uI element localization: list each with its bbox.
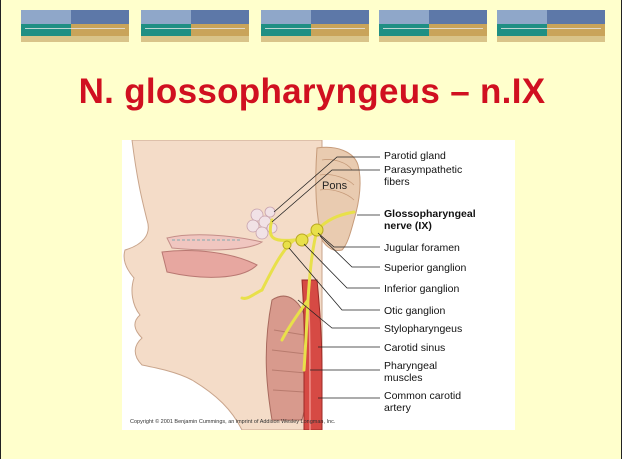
label-carotid-sinus: Carotid sinus — [384, 342, 445, 354]
banner-block — [379, 10, 487, 42]
label-pharyngeal-muscles: Pharyngeal muscles — [384, 360, 454, 384]
label-common-carotid-artery: Common carotid artery — [384, 390, 464, 414]
brainstem — [316, 147, 360, 250]
banner-block — [141, 10, 249, 42]
otic-ganglion — [283, 241, 291, 249]
label-stylopharyngeus: Stylopharyngeus — [384, 323, 462, 335]
label-glossopharyngeal-nerve: Glossopharyngeal nerve (IX) — [384, 208, 504, 232]
label-parasympathetic-fibers: Parasympathetic fibers — [384, 164, 464, 188]
pharyngeal-muscles — [266, 296, 309, 420]
banner-block — [261, 10, 369, 42]
label-superior-ganglion: Superior ganglion — [384, 262, 466, 274]
anatomy-figure: Pons Parotid gland Parasympathetic fiber… — [122, 140, 515, 430]
slide-title: N. glossopharyngeus – n.IX — [1, 72, 622, 112]
label-jugular-foramen: Jugular foramen — [384, 242, 460, 254]
banner-block — [497, 10, 605, 42]
label-parotid-gland: Parotid gland — [384, 150, 446, 162]
banner-block — [21, 10, 129, 42]
superior-ganglion — [311, 224, 323, 236]
label-inferior-ganglion: Inferior ganglion — [384, 283, 459, 295]
pons-label: Pons — [322, 180, 347, 192]
label-otic-ganglion: Otic ganglion — [384, 305, 445, 317]
inferior-ganglion — [296, 234, 308, 246]
decorative-banner — [21, 10, 611, 42]
copyright-text: Copyright © 2001 Benjamin Cummings, an i… — [130, 419, 335, 425]
